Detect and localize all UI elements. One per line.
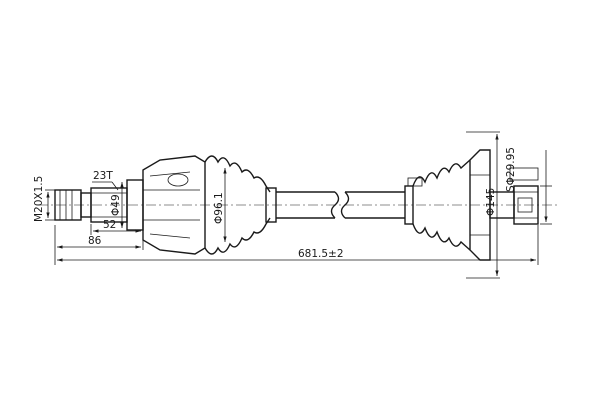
stub-diameter-label: Φ49	[110, 194, 122, 216]
spline-length-52-dimension	[90, 224, 141, 235]
inner-stub	[489, 167, 539, 225]
outer-joint-diameter-label: Φ96.1	[213, 192, 225, 224]
outer-boot	[204, 155, 277, 255]
stub-length-86-dimension	[57, 232, 144, 250]
spline-count-label: 23T	[93, 170, 113, 182]
spline-count-leader	[92, 181, 119, 191]
inner-spline-diameter-label: SΦ29.95	[505, 147, 517, 192]
total-length-label: 681.5±2	[298, 248, 344, 260]
stub-length-label: 86	[88, 235, 102, 247]
spline-length-label: 52	[103, 219, 116, 231]
thread-label: M20X1.5	[33, 176, 45, 222]
inner-boot	[404, 159, 471, 251]
total-length-dimension	[54, 225, 539, 265]
thread-dimension	[45, 189, 55, 221]
inner-joint-diameter-label: Φ145	[485, 188, 497, 216]
main-shaft	[276, 191, 405, 219]
inner-joint-diameter-dimension	[466, 131, 500, 279]
threaded-stub	[54, 189, 92, 221]
inner-spline-diameter-dimension	[540, 150, 552, 225]
